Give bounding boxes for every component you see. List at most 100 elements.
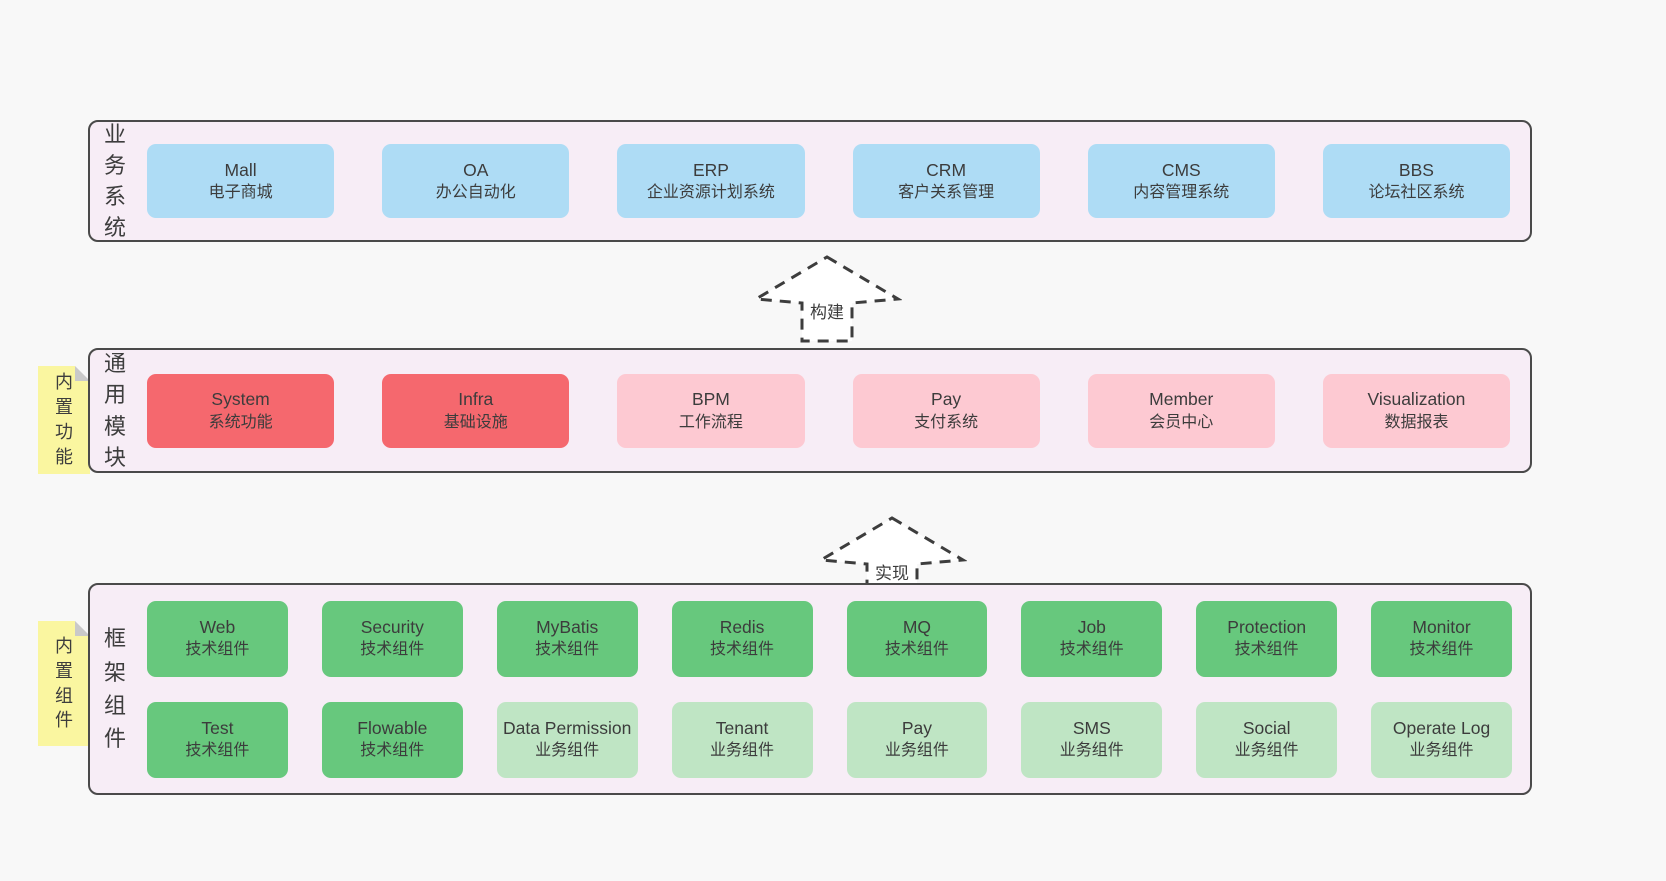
dashed-arrow-build: 构建 bbox=[752, 254, 902, 344]
box-title: Job bbox=[1077, 617, 1106, 638]
box-subtitle: 客户关系管理 bbox=[898, 184, 995, 202]
box-title: Visualization bbox=[1367, 389, 1466, 410]
box-bpm: BPM 工作流程 bbox=[617, 373, 805, 448]
box-title: MQ bbox=[902, 617, 932, 638]
box-subtitle: 会员中心 bbox=[1149, 413, 1214, 431]
box-subtitle: 业务组件 bbox=[1409, 742, 1474, 760]
box-title: SMS bbox=[1072, 718, 1111, 739]
box-crm: CRM 客户关系管理 bbox=[852, 144, 1040, 218]
sticky-note-label: 内置功能 bbox=[55, 372, 73, 467]
box-tenant: Tenant 业务组件 bbox=[671, 701, 813, 778]
box-subtitle: 技术组件 bbox=[535, 641, 600, 659]
box-title: Web bbox=[199, 617, 236, 638]
box-mall: Mall 电子商城 bbox=[147, 144, 335, 218]
box-mybatis: MyBatis 技术组件 bbox=[496, 600, 638, 677]
box-job: Job 技术组件 bbox=[1021, 600, 1163, 677]
box-monitor: Monitor 技术组件 bbox=[1371, 600, 1512, 677]
box-title: Pay bbox=[901, 718, 933, 739]
box-security: Security 技术组件 bbox=[321, 600, 463, 677]
box-flowable: Flowable 技术组件 bbox=[321, 701, 463, 778]
box-oa: OA 办公自动化 bbox=[382, 144, 570, 218]
band-label-business-systems: 业务系统 bbox=[103, 121, 126, 241]
box-pay-component: Pay 业务组件 bbox=[846, 701, 988, 778]
box-sms: SMS 业务组件 bbox=[1021, 701, 1163, 778]
box-title: Redis bbox=[719, 617, 765, 638]
box-subtitle: 技术组件 bbox=[185, 641, 250, 659]
box-title: CRM bbox=[926, 159, 967, 180]
box-subtitle: 工作流程 bbox=[678, 413, 743, 431]
box-operate-log: Operate Log 业务组件 bbox=[1371, 701, 1512, 778]
box-subtitle: 业务组件 bbox=[1234, 742, 1299, 760]
arrow-label-build: 构建 bbox=[807, 298, 847, 323]
box-web: Web 技术组件 bbox=[147, 600, 288, 677]
band-label-framework-components: 框架组件 bbox=[103, 626, 126, 752]
box-subtitle: 业务组件 bbox=[884, 742, 949, 760]
box-subtitle: 业务组件 bbox=[535, 742, 600, 760]
box-member: Member 会员中心 bbox=[1087, 373, 1275, 448]
box-mq: MQ 技术组件 bbox=[846, 600, 988, 677]
box-test: Test 技术组件 bbox=[147, 701, 288, 778]
box-subtitle: 基础设施 bbox=[443, 413, 508, 431]
box-visualization: Visualization 数据报表 bbox=[1322, 373, 1511, 448]
arrow-label-implement: 实现 bbox=[872, 559, 912, 584]
box-subtitle: 支付系统 bbox=[914, 413, 979, 431]
box-pay-module: Pay 支付系统 bbox=[852, 373, 1040, 448]
box-subtitle: 企业资源计划系统 bbox=[646, 184, 775, 202]
box-subtitle: 内容管理系统 bbox=[1133, 184, 1230, 202]
box-protection: Protection 技术组件 bbox=[1196, 600, 1338, 677]
sticky-note-label: 内置组件 bbox=[55, 635, 73, 731]
band-framework-components: 框架组件 Web 技术组件 Security 技术组件 MyBatis 技术组件… bbox=[88, 583, 1532, 795]
box-title: Infra bbox=[458, 389, 494, 410]
component-boxes-grid: Web 技术组件 Security 技术组件 MyBatis 技术组件 Redi… bbox=[147, 600, 1512, 778]
box-title: MyBatis bbox=[536, 617, 599, 638]
box-subtitle: 业务组件 bbox=[710, 742, 775, 760]
box-title: BPM bbox=[691, 389, 730, 410]
box-title: Tenant bbox=[715, 718, 769, 739]
box-redis: Redis 技术组件 bbox=[671, 600, 813, 677]
component-row-business: Test 技术组件 Flowable 技术组件 Data Permission … bbox=[147, 701, 1512, 778]
box-subtitle: 技术组件 bbox=[710, 641, 775, 659]
box-subtitle: 业务组件 bbox=[1059, 742, 1124, 760]
box-subtitle: 技术组件 bbox=[1409, 641, 1474, 659]
box-cms: CMS 内容管理系统 bbox=[1087, 144, 1275, 218]
sticky-note-built-in-features: 内置功能 bbox=[38, 366, 90, 474]
box-subtitle: 电子商城 bbox=[208, 184, 273, 202]
box-title: Member bbox=[1149, 389, 1214, 410]
box-title: Operate Log bbox=[1392, 718, 1491, 739]
box-title: Security bbox=[360, 617, 424, 638]
box-bbs: BBS 论坛社区系统 bbox=[1322, 144, 1511, 218]
box-title: BBS bbox=[1398, 159, 1434, 180]
box-subtitle: 数据报表 bbox=[1384, 413, 1449, 431]
band-label-common-modules: 通用模块 bbox=[103, 351, 126, 470]
box-title: Social bbox=[1242, 718, 1291, 739]
box-title: System bbox=[211, 389, 270, 410]
box-title: Monitor bbox=[1412, 617, 1471, 638]
box-title: Data Permission bbox=[502, 718, 632, 739]
box-subtitle: 技术组件 bbox=[360, 742, 425, 760]
box-title: Protection bbox=[1227, 617, 1307, 638]
box-title: ERP bbox=[692, 159, 729, 180]
box-social: Social 业务组件 bbox=[1196, 701, 1338, 778]
box-title: Test bbox=[201, 718, 234, 739]
box-infra: Infra 基础设施 bbox=[382, 373, 570, 448]
module-boxes-row: System 系统功能 Infra 基础设施 BPM 工作流程 Pay 支付系统… bbox=[147, 373, 1511, 448]
band-common-modules: 通用模块 System 系统功能 Infra 基础设施 BPM 工作流程 Pay… bbox=[88, 348, 1532, 473]
box-subtitle: 技术组件 bbox=[1059, 641, 1124, 659]
box-system: System 系统功能 bbox=[147, 373, 335, 448]
box-title: OA bbox=[463, 159, 489, 180]
business-boxes-row: Mall 电子商城 OA 办公自动化 ERP 企业资源计划系统 CRM 客户关系… bbox=[147, 144, 1511, 218]
box-erp: ERP 企业资源计划系统 bbox=[617, 144, 805, 218]
box-subtitle: 技术组件 bbox=[360, 641, 425, 659]
band-business-systems: 业务系统 Mall 电子商城 OA 办公自动化 ERP 企业资源计划系统 CRM… bbox=[88, 120, 1532, 242]
box-title: CMS bbox=[1161, 159, 1201, 180]
dashed-arrow-implement: 实现 bbox=[817, 515, 967, 605]
box-data-permission: Data Permission 业务组件 bbox=[496, 701, 638, 778]
box-title: Pay bbox=[931, 389, 962, 410]
box-subtitle: 技术组件 bbox=[884, 641, 949, 659]
box-subtitle: 办公自动化 bbox=[435, 184, 516, 202]
sticky-note-built-in-components: 内置组件 bbox=[38, 621, 90, 746]
box-title: Mall bbox=[224, 159, 257, 180]
box-title: Flowable bbox=[357, 718, 428, 739]
box-subtitle: 论坛社区系统 bbox=[1368, 184, 1465, 202]
box-subtitle: 技术组件 bbox=[1234, 641, 1299, 659]
